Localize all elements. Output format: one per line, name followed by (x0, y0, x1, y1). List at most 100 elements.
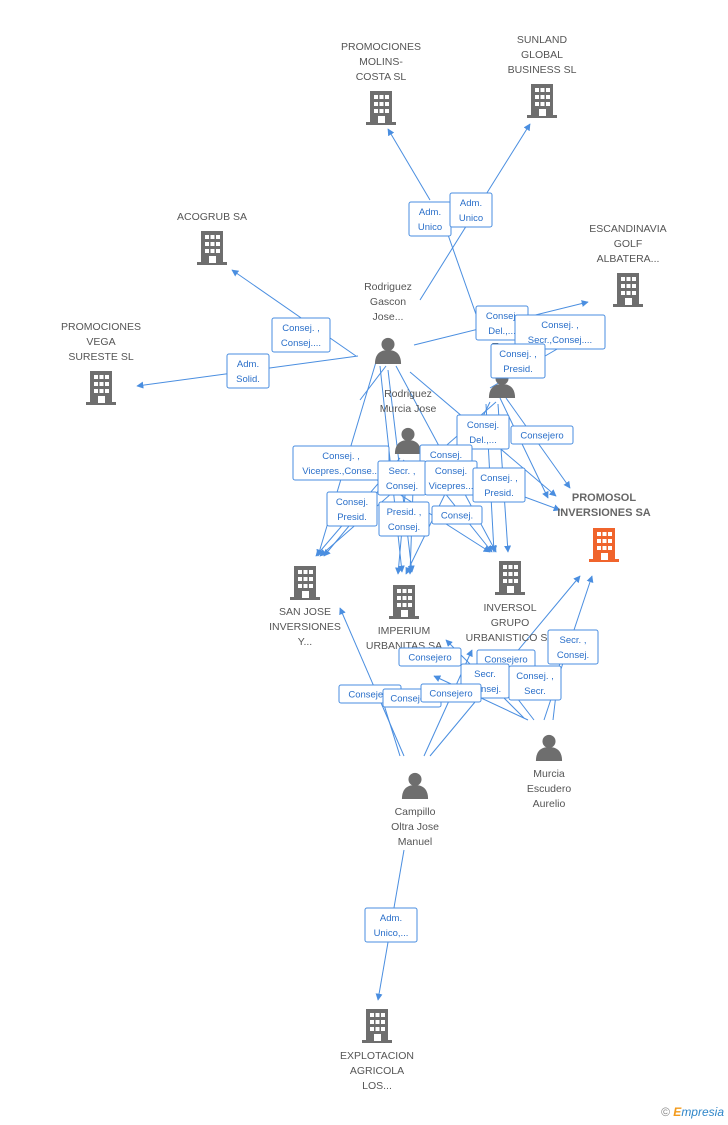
role-label-r8[interactable]: Consej.Del.,... (456, 414, 510, 450)
role-text: Consej. (430, 450, 462, 461)
role-text: Consejero (484, 655, 527, 666)
company-label: LOS... (362, 1080, 392, 1092)
connection-edge (359, 365, 387, 401)
role-text: Del.,... (488, 326, 515, 337)
building-icon (362, 1009, 392, 1043)
role-text: Secr. , (389, 466, 416, 477)
company-label: ALBATERA... (597, 253, 660, 265)
person-label: Manuel (398, 836, 432, 848)
company-label: INVERSOL (483, 602, 536, 614)
role-text: Consej. (386, 481, 418, 492)
role-text: Consej. (435, 466, 467, 477)
company-label: COSTA SL (356, 71, 407, 83)
role-text: Presid. (337, 512, 367, 523)
role-label-r9[interactable]: Consejero (510, 425, 574, 445)
role-text: Consej. , (541, 320, 579, 331)
role-text: Consej. (557, 650, 589, 661)
connection-edge (339, 607, 405, 757)
role-text: Unico,... (374, 928, 409, 939)
person-node-gascon[interactable]: RodriguezGasconJose... (364, 281, 412, 364)
role-label-r15[interactable]: Consej. Presid. (326, 491, 378, 527)
copyright-icon: © (661, 1105, 670, 1119)
role-text: Consej. (467, 420, 499, 431)
role-text: Consejero (348, 690, 391, 701)
role-text: Unico (459, 213, 483, 224)
person-label: Campillo (395, 806, 436, 818)
role-text: Solid. (236, 374, 260, 385)
company-label: GOLF (614, 238, 643, 250)
footer-brand: © Empresia (661, 1105, 724, 1119)
company-node-explotacion[interactable]: EXPLOTACION AGRICOLA LOS... (340, 1009, 414, 1092)
company-node-sanjose[interactable]: SAN JOSEINVERSIONESY... (269, 566, 341, 648)
role-label-r7[interactable]: Consej. ,Presid. (490, 343, 546, 379)
role-label-r25[interactable]: Consejero (420, 683, 482, 703)
role-label-r14[interactable]: Consej. , Presid. (472, 467, 526, 503)
role-text: Consej. , (480, 473, 518, 484)
role-label-r18[interactable]: Consejero (398, 647, 462, 667)
empresia-logo-e: E (673, 1105, 682, 1119)
empresia-logo-text: mpresia (681, 1105, 724, 1119)
building-icon (86, 371, 116, 405)
role-text: Vicepres... (429, 481, 474, 492)
company-label: IMPERIUM (378, 625, 431, 637)
role-text: Secr. , (560, 635, 587, 646)
company-label: MOLINS- (359, 56, 403, 68)
company-label: AGRICOLA (350, 1065, 404, 1077)
role-text: Consejero (520, 431, 563, 442)
role-label-r20[interactable]: Secr. , Consej. (547, 629, 599, 665)
company-label: URBANISTICO SA (466, 632, 555, 644)
role-text: Consejero (390, 694, 433, 705)
role-text: Secr. (474, 669, 496, 680)
role-label-r12[interactable]: Secr. , Consej. (377, 460, 427, 496)
role-text: Consej.... (281, 338, 321, 349)
person-label: Murcia Jose (380, 403, 437, 415)
role-label-r21[interactable]: Consej. ,Secr. (508, 665, 562, 701)
role-label-r2[interactable]: Adm.Unico (449, 192, 493, 228)
building-icon (495, 561, 525, 595)
role-label-r16[interactable]: Presid. ,Consej. (378, 501, 430, 537)
role-label-r4[interactable]: Adm. Solid. (226, 353, 270, 389)
person-label: Rodriguez (364, 281, 412, 293)
role-label-r17[interactable]: Consej. (431, 505, 483, 525)
role-text: Presid. , (387, 507, 422, 518)
company-label: SAN JOSE (279, 606, 331, 618)
building-icon (613, 273, 643, 307)
role-text: Consej. (469, 684, 501, 695)
company-label: PROMOCIONES (61, 321, 141, 333)
role-text: Consej. , (499, 349, 537, 360)
role-label-r26[interactable]: Adm. Unico,... (364, 907, 418, 943)
role-label-r1[interactable]: Adm.Unico (408, 201, 452, 237)
company-node-acogrub[interactable]: ACOGRUB SA (177, 211, 247, 265)
role-label-r10[interactable]: Consej. ,Vicepres.,Conse... (292, 445, 390, 481)
building-icon (290, 566, 320, 600)
building-icon (389, 585, 419, 619)
role-label-r3[interactable]: Consej. ,Consej.... (271, 317, 331, 353)
role-text: Adm. (237, 359, 259, 370)
role-text: Consej. , (516, 671, 554, 682)
company-label: EXPLOTACION (340, 1050, 414, 1062)
role-label-r13[interactable]: Consej. Vicepres... (424, 460, 478, 496)
role-text: Consej. (336, 497, 368, 508)
connection-edge (387, 128, 431, 201)
company-label: INVERSIONES SA (557, 507, 651, 519)
role-label-r6[interactable]: Consej. ,Secr.,Consej.... (514, 314, 606, 350)
role-text: Vicepres.,Conse... (302, 466, 379, 477)
person-label: Oltra Jose (391, 821, 439, 833)
role-text: Adm. (380, 913, 402, 924)
connection-edge (231, 269, 357, 357)
role-text: Presid. (484, 488, 514, 499)
building-icon (366, 91, 396, 125)
company-label: ACOGRUB SA (177, 211, 247, 223)
company-node-escandinavia[interactable]: ESCANDINAVIAGOLFALBATERA... (589, 223, 667, 307)
person-label: Jose... (373, 311, 404, 323)
